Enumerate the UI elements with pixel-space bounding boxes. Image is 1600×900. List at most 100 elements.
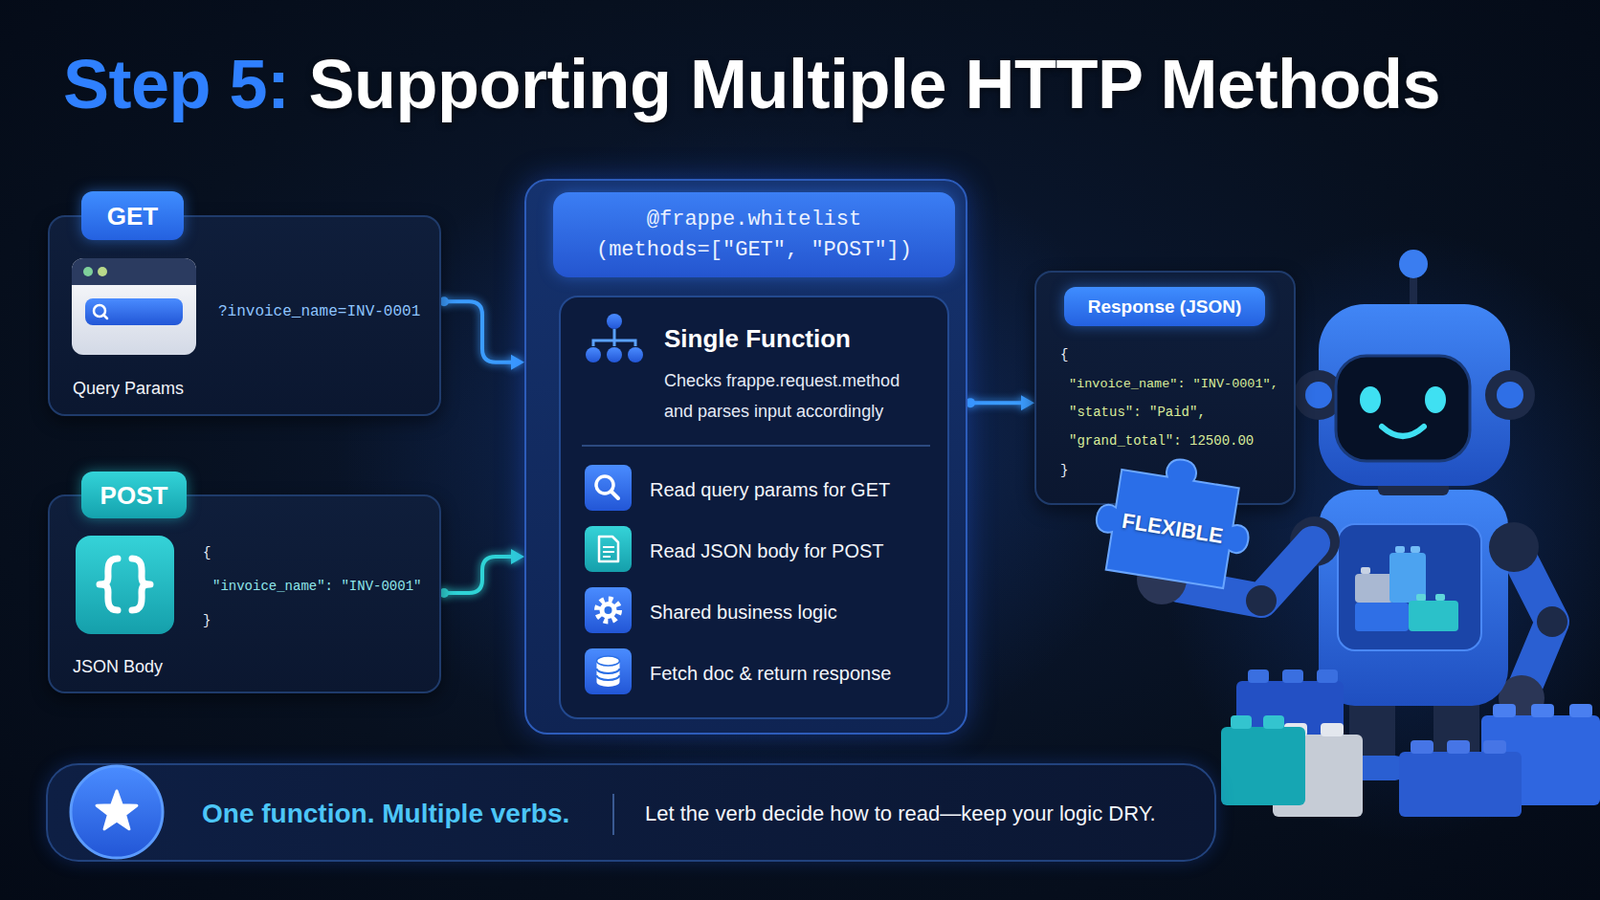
json-icon (132, 558, 151, 611)
search-icon (584, 465, 632, 512)
page-title: Supporting Multiple HTTP Methods (309, 45, 1442, 123)
code-line: { (1060, 345, 1068, 365)
document-icon (602, 547, 615, 557)
browser-icon (71, 258, 197, 286)
box-heading: Single Function (664, 324, 851, 354)
star-badge (70, 766, 163, 859)
text-holder: Shared business logic (649, 600, 838, 624)
divider-line (612, 794, 615, 836)
browser-icon (97, 266, 108, 277)
text-holder: JSON Body (72, 656, 163, 678)
code-line: "grand_total": 12500.00 (1068, 431, 1254, 451)
robot-illustration (1399, 249, 1428, 279)
hierarchy-icon (593, 329, 636, 347)
robot-illustration (1318, 304, 1511, 487)
code-line: "status": "Paid", (1068, 402, 1206, 423)
puzzle-outline (1088, 447, 1260, 591)
text-holder: "invoice_name": "INV-0001" (212, 577, 422, 597)
robot-illustration (1359, 386, 1381, 414)
robot-illustration (1305, 381, 1333, 409)
robot-illustration (1337, 524, 1482, 651)
banner-headline: One function. Multiple verbs. (201, 798, 570, 831)
robot-illustration (1381, 426, 1424, 437)
search-icon (611, 491, 620, 500)
database-icon (584, 648, 632, 695)
banner-note: Let the verb decide how to read—keep you… (644, 801, 1156, 827)
flow-arrow (439, 549, 525, 599)
hierarchy-icon (627, 347, 644, 363)
panel-caption: JSON Body (72, 656, 163, 678)
text-holder: @frappe.whitelist (methods=["GET", "POST… (553, 192, 956, 278)
gear-icon (600, 601, 618, 620)
star-badge (96, 791, 137, 830)
json-icon (75, 535, 175, 635)
response-box: {"invoice_name": "INV-0001", "status": "P… (1034, 270, 1296, 506)
gear-icon (584, 587, 632, 634)
code-line: "invoice_name": "INV-0001" (212, 577, 422, 597)
header-band (553, 192, 956, 278)
hierarchy-icon (606, 313, 623, 330)
robot-illustration (1355, 602, 1409, 632)
puzzle-piece: FLEXIBLE (1087, 445, 1260, 602)
flow-arrow (441, 301, 512, 362)
toy-blocks (1221, 727, 1306, 806)
toy-blocks (1492, 704, 1516, 718)
robot-illustration (1435, 594, 1445, 601)
hierarchy-icon (606, 347, 623, 363)
flow-arrow (967, 400, 1022, 405)
gear-icon (604, 606, 613, 615)
star-badge (70, 766, 163, 859)
gear-icon (584, 587, 632, 634)
toy-blocks (1320, 723, 1344, 737)
code-line: { (202, 543, 211, 563)
browser-icon (71, 258, 197, 356)
toy-blocks (1221, 669, 1600, 818)
gear-icon (598, 600, 620, 622)
box-body: Checks frappe.request.method and parses … (664, 365, 923, 427)
toy-blocks (1410, 740, 1434, 755)
step-item: Fetch doc & return response (649, 662, 891, 686)
arrow-head (1021, 395, 1035, 411)
browser-icon (103, 314, 108, 319)
toy-blocks (1316, 669, 1338, 684)
text-holder: } (1060, 461, 1068, 481)
toy-blocks (1569, 704, 1593, 718)
text-holder: ?invoice_name=INV-0001 (218, 302, 421, 322)
robot-illustration (1355, 574, 1394, 603)
text-holder: "grand_total": 12500.00 (1068, 431, 1254, 451)
takeaway-banner: One function. Multiple verbs. Let the ver… (45, 763, 1217, 863)
robot-illustration (1360, 567, 1371, 575)
document-icon (584, 526, 632, 573)
text-holder: One function. Multiple verbs. (201, 798, 570, 831)
text-holder: Read JSON body for POST (649, 539, 885, 563)
text-holder: "invoice_name": "INV-0001", (1068, 374, 1279, 395)
text-holder: FLEXIBLE (1106, 469, 1240, 589)
document-icon (599, 536, 619, 562)
browser-icon (71, 258, 197, 356)
text-holder: Query Params (72, 377, 184, 400)
robot-illustration (1496, 381, 1524, 409)
toy-blocks (1531, 704, 1555, 718)
response-pill: Response (JSON) (1064, 287, 1266, 327)
text-holder: } (202, 611, 211, 631)
robot-illustration (1335, 355, 1470, 462)
flow-arrow (965, 395, 1035, 411)
robot-illustration (1389, 553, 1426, 603)
puzzle-label: FLEXIBLE (1120, 509, 1225, 550)
database-icon (597, 656, 621, 667)
robot-illustration (1416, 594, 1426, 601)
divider-line (581, 444, 931, 447)
hierarchy-icon (585, 313, 644, 363)
arrow-head (511, 549, 525, 565)
method-name: GET (107, 201, 158, 231)
toy-blocks (1399, 752, 1522, 818)
robot-illustration (1424, 386, 1446, 414)
method-name: POST (100, 481, 169, 511)
text-holder: Single Function (664, 324, 851, 354)
hierarchy-icon (585, 347, 601, 363)
text-holder: { (1060, 345, 1068, 365)
code-line: } (1060, 461, 1068, 481)
pill-label: Response (JSON) (1088, 295, 1242, 319)
